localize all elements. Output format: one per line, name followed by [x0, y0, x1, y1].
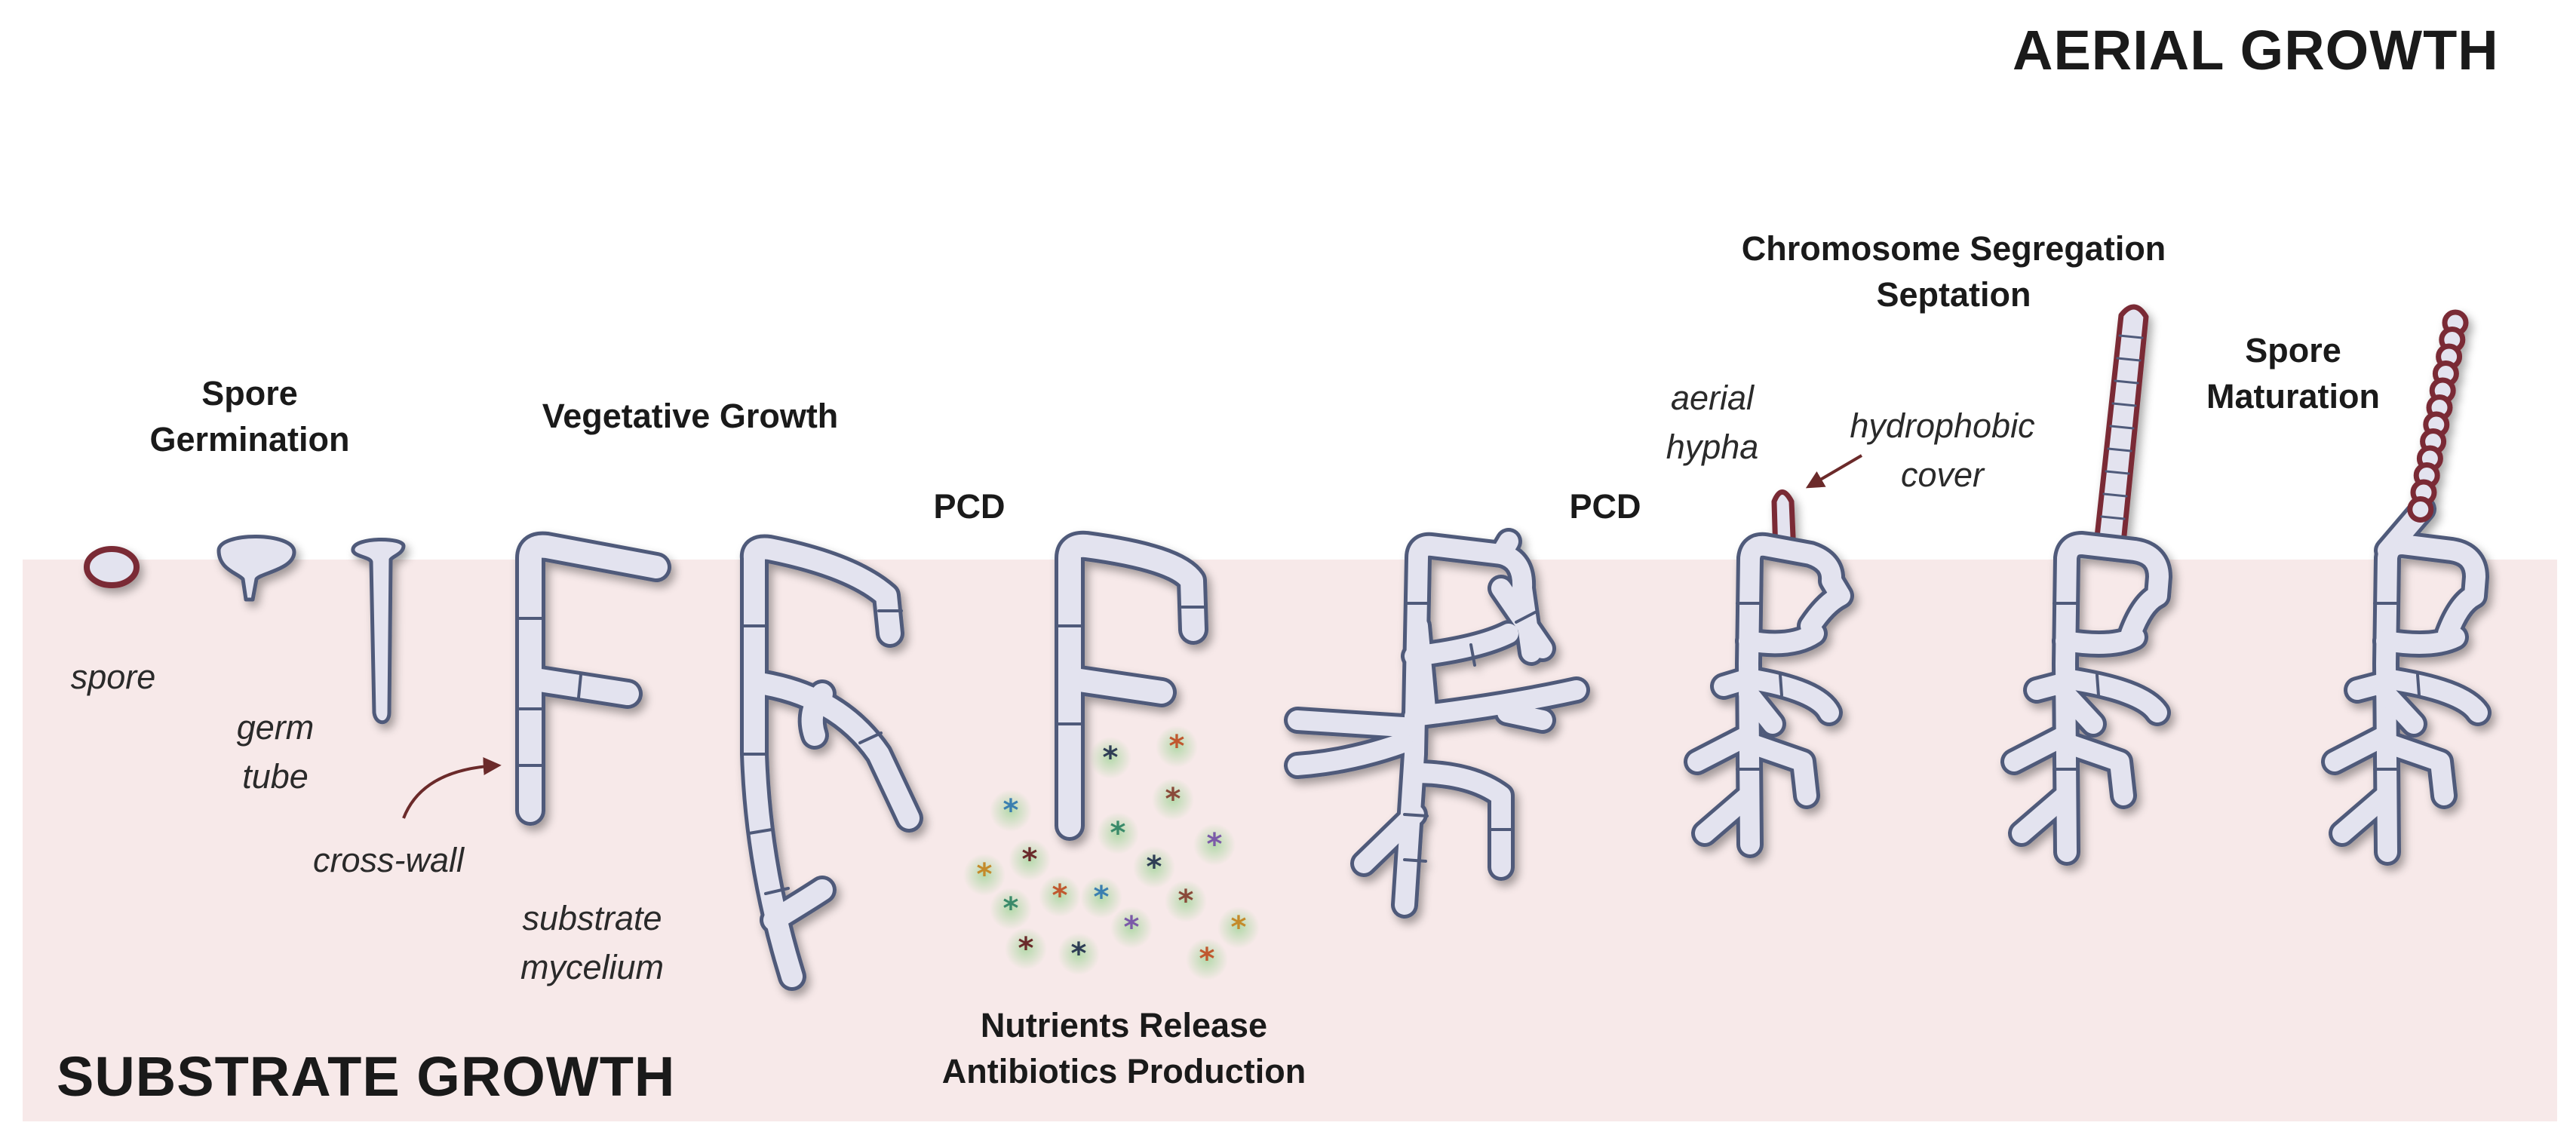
- nutrient-star: *: [1110, 816, 1126, 851]
- nutrient-glow: [990, 790, 1032, 832]
- nutrient-glow: [1193, 823, 1236, 866]
- germinating-spore-shape: [216, 535, 296, 602]
- nutrient-glow: [963, 854, 1006, 896]
- germ-tube-shape: [351, 538, 406, 725]
- spore-shape: [84, 546, 140, 588]
- pcd-label-1: PCD: [933, 487, 1006, 526]
- nutrient-glow: [1133, 846, 1175, 888]
- nutrient-star: *: [1018, 931, 1034, 966]
- hydrophobic-cover-arrow: [1805, 454, 1863, 489]
- nutrient-star: *: [1003, 793, 1019, 828]
- cross-wall-arrow: [402, 756, 502, 819]
- nutrient-glow: [990, 888, 1032, 930]
- vegetative-hypha-b: [739, 534, 923, 991]
- nutrient-star: *: [1071, 937, 1087, 971]
- vegetative-growth-label: Vegetative Growth: [542, 397, 839, 435]
- nutrient-star: *: [1103, 741, 1119, 775]
- nutrient-glow: [1110, 906, 1153, 949]
- nutrient-star: *: [1094, 880, 1110, 915]
- nutrient-glow: [1156, 725, 1198, 768]
- spore-annotation: spore: [70, 658, 156, 696]
- mycelium-with-spore-chain: [2321, 309, 2492, 866]
- nutrient-glow: [1217, 906, 1260, 949]
- cross-wall-annotation: cross-wall: [312, 841, 465, 879]
- vegetative-hypha-a: [515, 531, 671, 826]
- nutrient-star: *: [1124, 910, 1140, 945]
- nutrient-star: *: [1199, 942, 1215, 977]
- nutrient-star: *: [1022, 842, 1038, 877]
- nutrient-star: *: [1207, 827, 1223, 862]
- substrate-growth-heading: SUBSTRATE GROWTH: [57, 1045, 676, 1108]
- mycelium-with-aerial-hypha: [1684, 489, 1854, 858]
- nutrient-star: *: [1165, 782, 1181, 817]
- nutrient-star: *: [1169, 729, 1185, 764]
- nutrient-star: *: [1231, 910, 1247, 945]
- nutrient-star: *: [1178, 884, 1194, 919]
- spore-bead: [2407, 496, 2434, 523]
- substrate-region: [23, 560, 2557, 1121]
- nutrient-glow: [1005, 928, 1047, 970]
- nutrient-glow: [1165, 880, 1207, 922]
- spore-chain: [2407, 309, 2469, 523]
- nutrient-glow: [1009, 839, 1051, 881]
- nutrient-star: *: [1003, 891, 1019, 926]
- nutrient-glow: [1097, 812, 1139, 854]
- nutrient-glow: [1080, 876, 1122, 919]
- nutrient-glow: [1058, 933, 1100, 975]
- nutrient-star: *: [1052, 879, 1068, 913]
- mycelium-with-septated-aerial-hypha: [2000, 304, 2172, 866]
- pcd-hypha-1: [1055, 530, 1208, 841]
- nutrient-glow: [1039, 875, 1081, 917]
- nutrient-star: *: [977, 857, 993, 892]
- nutrient-glow: [1089, 737, 1131, 779]
- aerial-growth-heading: AERIAL GROWTH: [2013, 19, 2499, 81]
- pcd-label-2: PCD: [1569, 487, 1641, 526]
- nutrient-glow: [1152, 778, 1194, 820]
- nutrient-particles: ******************: [963, 725, 1260, 980]
- nutrient-star: *: [1147, 850, 1162, 885]
- branched-mycelium: [1284, 528, 1590, 919]
- nutrient-glow: [1186, 938, 1228, 980]
